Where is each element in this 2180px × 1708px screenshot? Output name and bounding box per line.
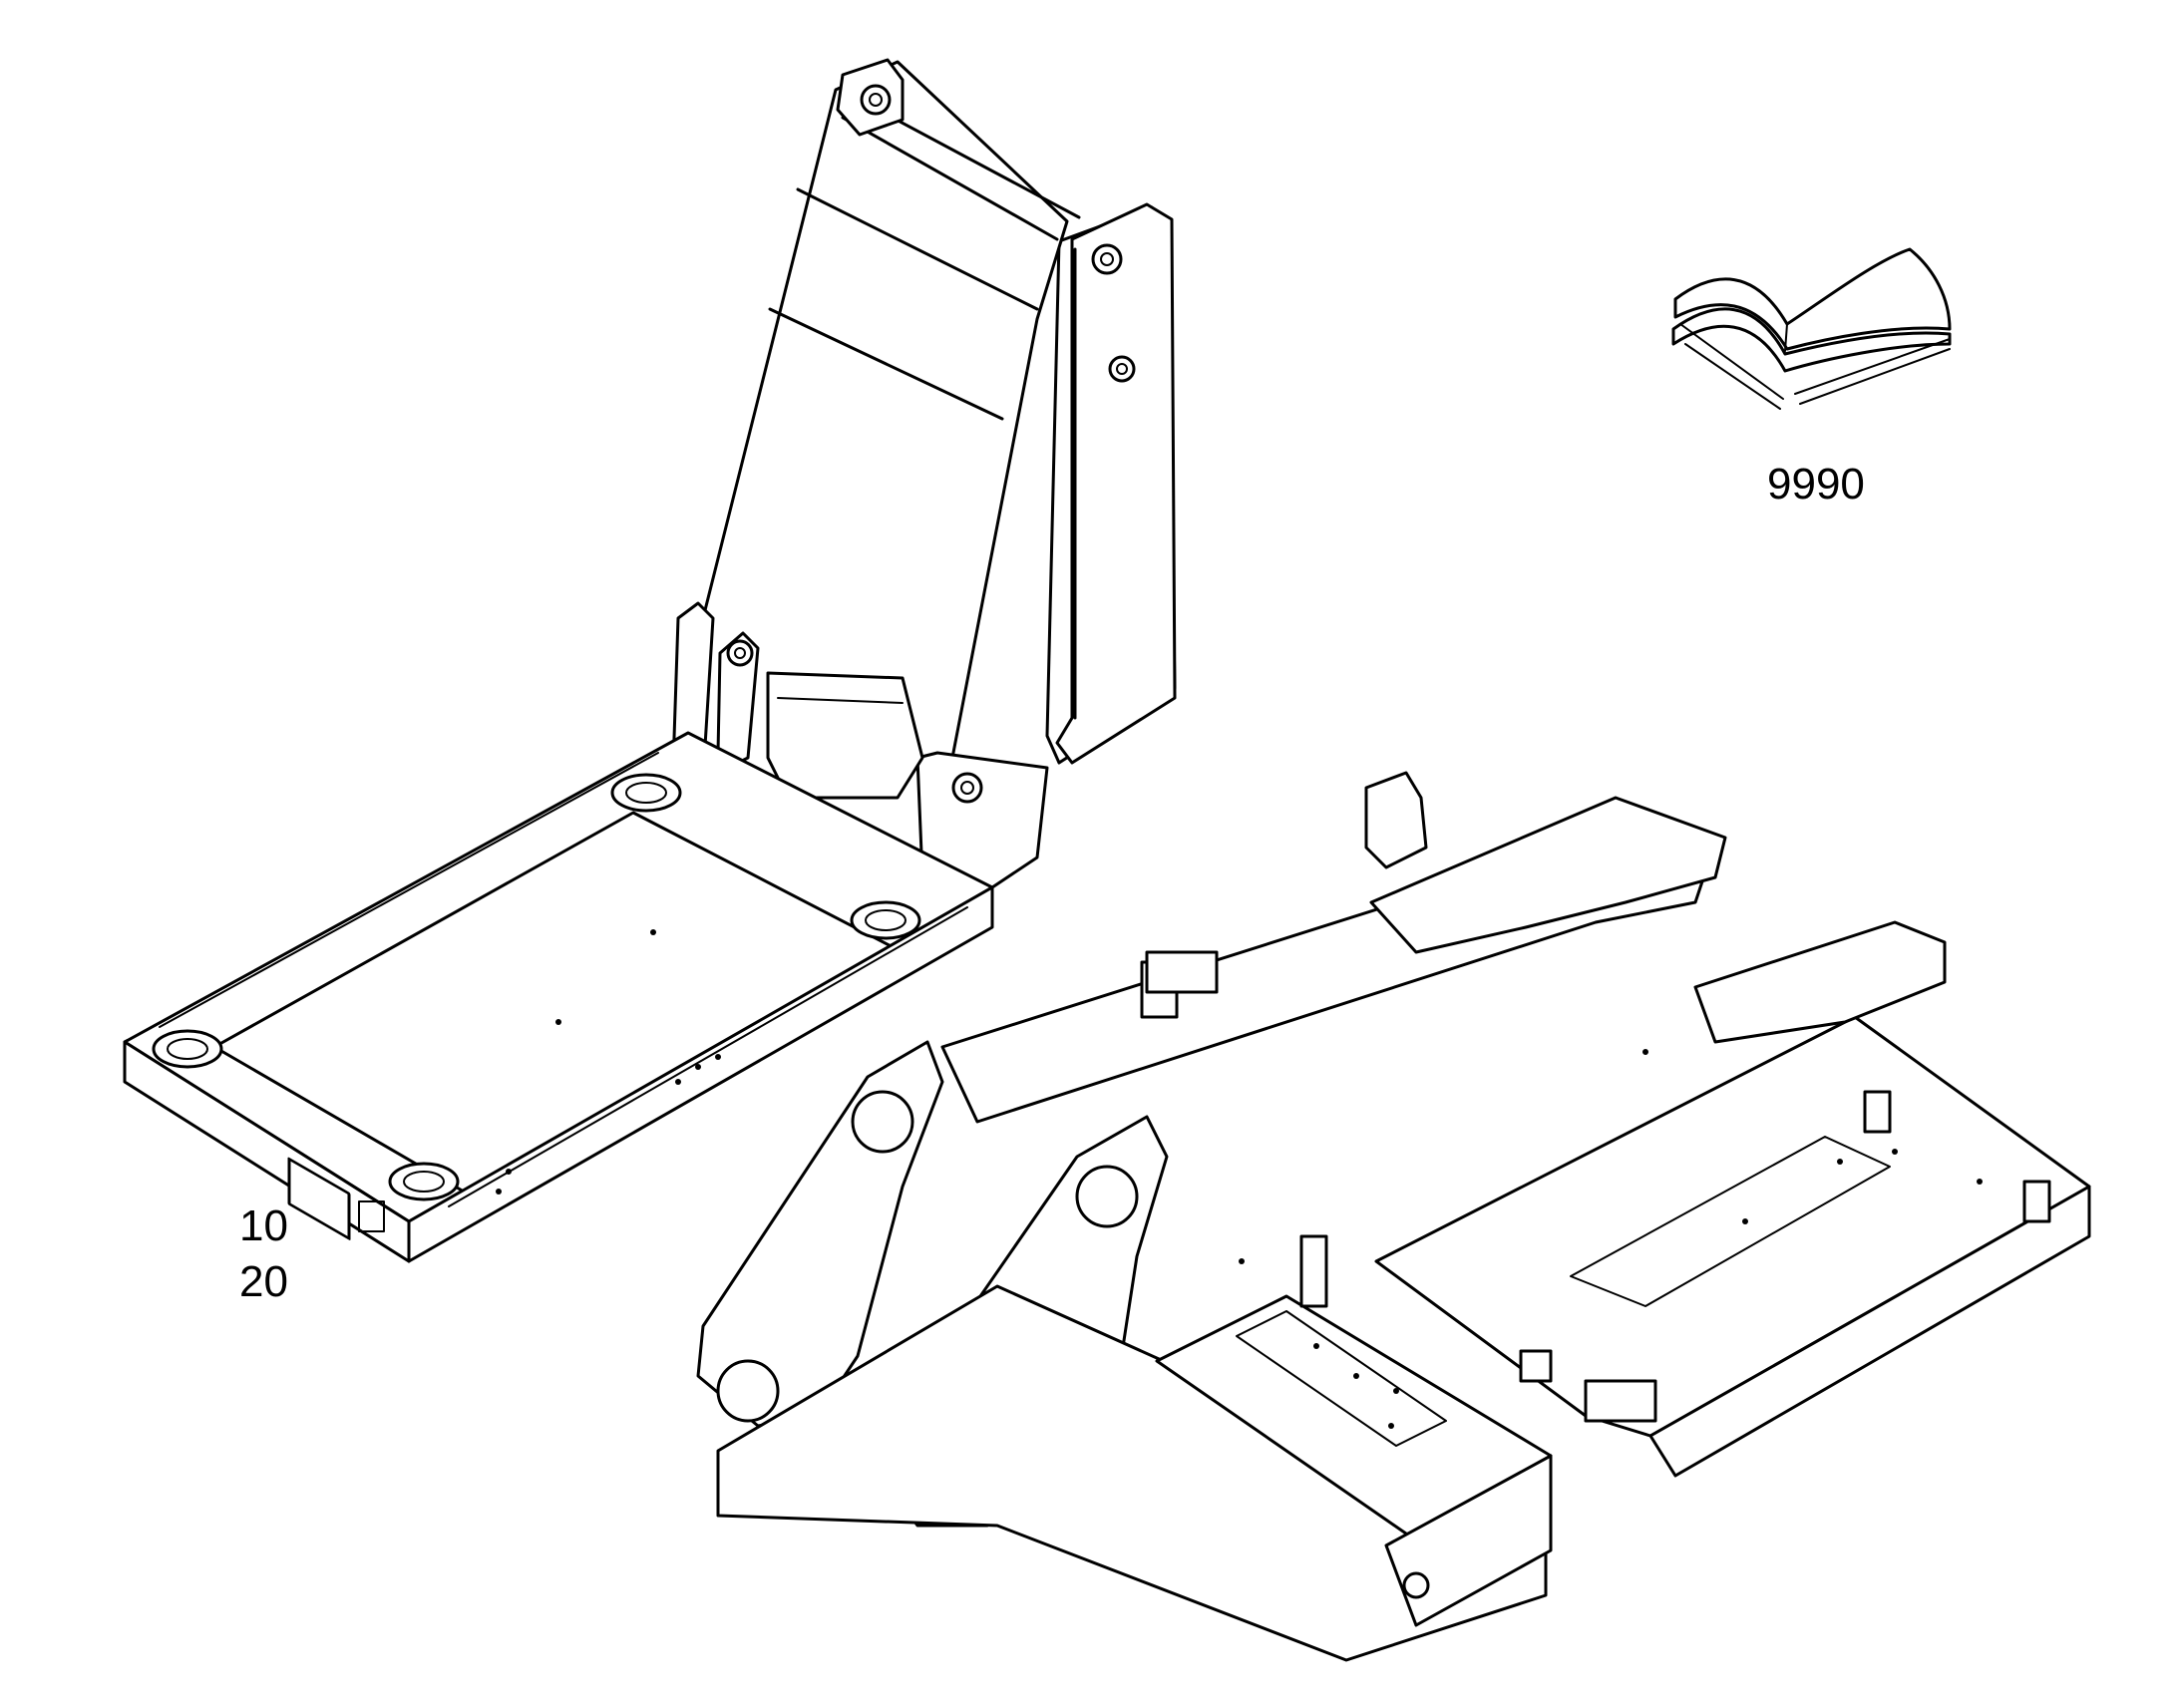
upper-frame-assembly: [123, 58, 1177, 1263]
stop-block: [1863, 1090, 1892, 1134]
part-number-10: 10: [239, 1201, 288, 1250]
mount-pad: [152, 1029, 223, 1069]
bracket-top-left: [1364, 771, 1428, 869]
stop-block: [1519, 1349, 1553, 1383]
open-book-icon: [1671, 247, 1952, 410]
side-plate: [1055, 202, 1177, 765]
rear-bracket: [1584, 1379, 1657, 1423]
main-chassis: [696, 771, 2091, 1662]
base-frame-side-face: [407, 885, 994, 1263]
part-number-20: 20: [239, 1257, 288, 1306]
rear-frame-side: [1648, 1185, 2091, 1478]
mount-strip: [1299, 1234, 1328, 1308]
stop-block: [2022, 1180, 2051, 1223]
part-number-9990: 9990: [1767, 460, 1865, 509]
upper-arm: [1369, 796, 1727, 954]
center-body: [716, 1284, 1548, 1662]
rear-frame-top: [1374, 1015, 2091, 1438]
front-deck-slot: [1236, 1310, 1447, 1447]
mount-pad: [610, 773, 682, 813]
mount-pad: [388, 1162, 460, 1201]
rear-frame-slot: [1570, 1136, 1891, 1307]
mount-pad: [850, 900, 921, 940]
side-bracket: [1145, 950, 1219, 994]
rear-arm: [1693, 920, 1947, 1044]
cross-beam: [766, 671, 924, 800]
